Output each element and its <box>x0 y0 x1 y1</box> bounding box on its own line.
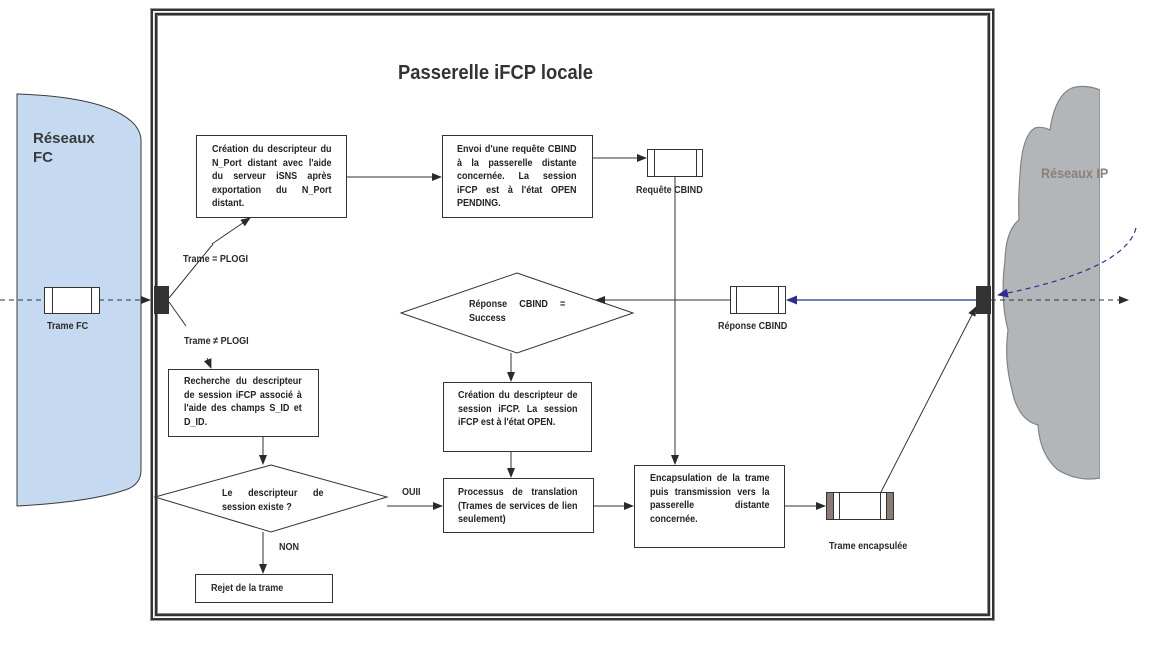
text-decision-cbind-success: Réponse CBIND = Success <box>469 298 566 324</box>
condition-plogi: Trame = PLOGI <box>183 253 248 265</box>
fc-port <box>154 286 169 314</box>
condition-not-plogi: Trame ≠ PLOGI <box>184 335 249 347</box>
box-create-nport-descriptor <box>196 135 347 218</box>
ip-input-curve <box>997 227 1137 298</box>
text-create-session: Création du descripteur de session iFCP.… <box>458 389 578 428</box>
fc-network-label-line2: FC <box>33 149 53 166</box>
ip-cloud-shape <box>1002 80 1152 490</box>
condition-no: NON <box>279 541 300 553</box>
text-send-cbind: Envoi d'une requête CBIND à la passerell… <box>457 143 577 209</box>
ip-network-label: Réseaux IP <box>1041 165 1109 181</box>
text-translation: Processus de translation (Trames de serv… <box>458 486 578 525</box>
text-encapsulation: Encapsulation de la trame puis transmiss… <box>650 472 770 525</box>
cbind-request-label: Requête CBIND <box>636 184 703 196</box>
diagram-title: Passerelle iFCP locale <box>398 62 594 84</box>
cbind-response-frame-icon <box>730 286 786 314</box>
encapsulated-frame-icon <box>826 492 894 520</box>
ip-port <box>976 286 991 314</box>
text-decision-session-exists: Le descripteur de session existe ? <box>222 487 324 513</box>
cbind-request-frame-icon <box>647 149 703 177</box>
box-translation <box>443 478 594 533</box>
connectors <box>168 154 977 574</box>
fc-network-label: Réseaux FC <box>33 129 95 167</box>
text-create-nport-descriptor: Création du descripteur du N_Port distan… <box>212 143 332 209</box>
box-search-session <box>168 369 319 437</box>
box-encapsulation <box>634 465 785 548</box>
text-reject: Rejet de la trame <box>211 582 284 594</box>
box-send-cbind <box>442 135 593 218</box>
box-create-session <box>443 382 592 452</box>
decision-cbind-success <box>399 272 635 354</box>
fc-frame-label: Trame FC <box>47 320 89 332</box>
box-reject <box>195 574 333 603</box>
fc-network-label-line1: Réseaux <box>33 130 95 147</box>
decision-session-exists <box>153 464 389 533</box>
fc-frame-icon <box>44 287 100 314</box>
text-search-session: Recherche du descripteur de session iFCP… <box>184 375 302 428</box>
condition-yes: OUII <box>402 486 421 498</box>
encapsulated-frame-label: Trame encapsulée <box>829 540 908 552</box>
cbind-response-label: Réponse CBIND <box>718 320 788 332</box>
